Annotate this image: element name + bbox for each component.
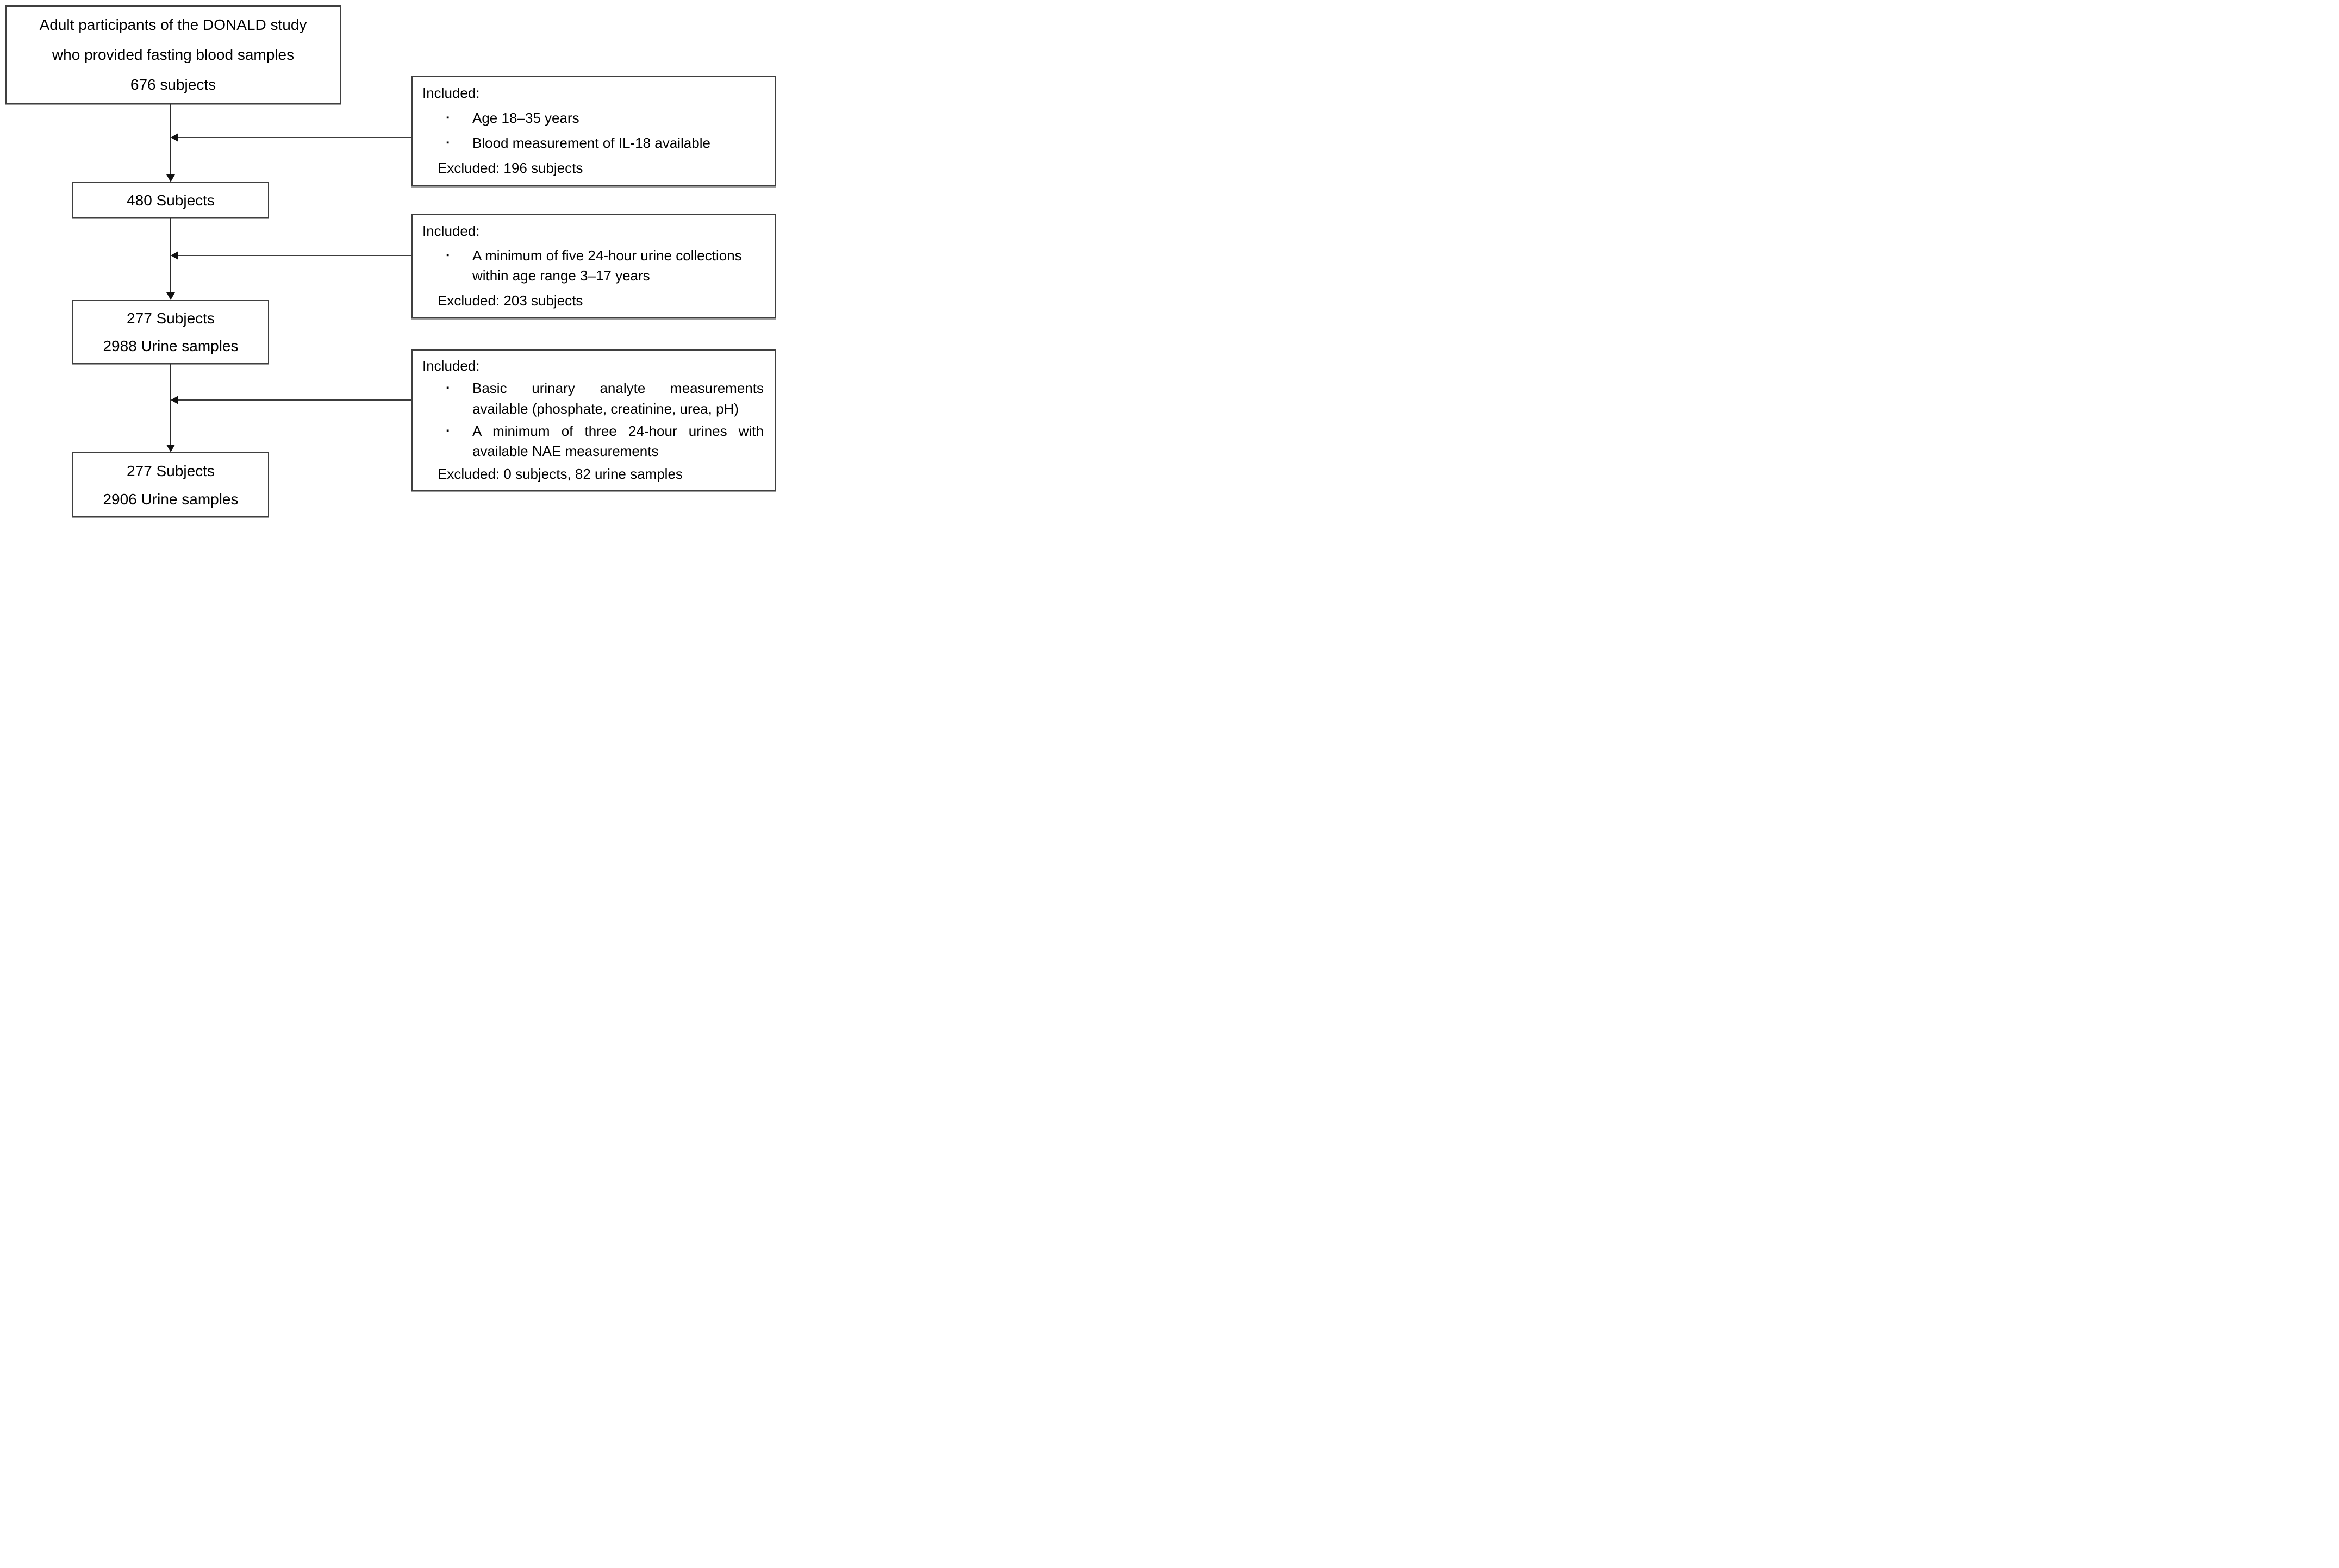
down-arrowhead-icon — [166, 292, 175, 300]
study-flow-diagram: Adult participants of the DONALD study w… — [0, 0, 779, 523]
criteria-bullet-item: ▪ Blood measurement of IL-18 available — [446, 133, 764, 154]
bullet-text-line: Age 18–35 years — [472, 110, 579, 127]
bullet-text-line: within age range 3–17 years — [472, 267, 650, 284]
flow-box-text-line: Adult participants of the DONALD study — [39, 16, 307, 33]
criteria-bullet-item: ▪ A minimum of five 24-hour urine collec… — [446, 246, 764, 286]
criteria-bullet-item: ▪ A minimum of three 24-hour urines with… — [446, 421, 764, 462]
exclusion-arrow-line-3 — [178, 399, 411, 401]
criteria-bullet-item: ▪ Age 18–35 years — [446, 108, 764, 129]
criteria-box-1: Included: ▪ Age 18–35 years ▪ Blood meas… — [411, 76, 776, 186]
flow-box-text-line: 277 Subjects — [127, 462, 215, 479]
flow-box-text-line: 676 subjects — [130, 76, 216, 93]
bullet-text-line: Blood measurement of IL-18 available — [472, 135, 710, 152]
down-arrowhead-icon — [166, 174, 175, 182]
flow-connector-line-3 — [170, 364, 171, 445]
down-arrowhead-icon — [166, 445, 175, 452]
excluded-text: Excluded: 203 subjects — [438, 292, 583, 309]
flow-box-277-subjects-2988-samples: 277 Subjects 2988 Urine samples — [72, 300, 269, 364]
flow-box-text-line: 2906 Urine samples — [103, 490, 239, 508]
included-heading: Included: — [422, 85, 480, 102]
flow-box-480-subjects: 480 Subjects — [72, 182, 269, 218]
included-heading: Included: — [422, 222, 480, 239]
excluded-text: Excluded: 0 subjects, 82 urine samples — [438, 465, 683, 482]
included-heading: Included: — [422, 357, 480, 374]
flow-box-text-line: 277 Subjects — [127, 310, 215, 327]
criteria-box-2: Included: ▪ A minimum of five 24-hour ur… — [411, 214, 776, 318]
flow-box-277-subjects-2906-samples: 277 Subjects 2906 Urine samples — [72, 452, 269, 517]
criteria-box-3: Included: ▪ Basic urinary analyte measur… — [411, 349, 776, 491]
bullet-text-line: available (phosphate, creatinine, urea, … — [472, 400, 739, 417]
flow-box-text-line: who provided fasting blood samples — [52, 46, 295, 63]
criteria-bullet-item: ▪ Basic urinary analyte measurements ava… — [446, 378, 764, 419]
square-bullet-icon: ▪ — [446, 426, 450, 435]
left-arrowhead-icon — [171, 396, 178, 404]
bullet-text-line: A minimum of three 24-hour urines with — [472, 422, 764, 439]
bullet-text-line: A minimum of five 24-hour urine collecti… — [472, 247, 742, 264]
exclusion-arrow-line-1 — [178, 137, 411, 138]
left-arrowhead-icon — [171, 133, 178, 142]
flow-box-enrollment: Adult participants of the DONALD study w… — [5, 5, 341, 104]
bullet-text-line: available NAE measurements — [472, 443, 659, 460]
flow-box-text-line: 480 Subjects — [127, 191, 215, 209]
excluded-text: Excluded: 196 subjects — [438, 160, 583, 177]
square-bullet-icon: ▪ — [446, 250, 450, 260]
square-bullet-icon: ▪ — [446, 113, 450, 123]
exclusion-arrow-line-2 — [178, 255, 411, 256]
left-arrowhead-icon — [171, 251, 178, 260]
bullet-text-line: Basic urinary analyte measurements — [472, 379, 764, 396]
square-bullet-icon: ▪ — [446, 383, 450, 392]
flow-box-text-line: 2988 Urine samples — [103, 338, 239, 354]
square-bullet-icon: ▪ — [446, 138, 450, 148]
